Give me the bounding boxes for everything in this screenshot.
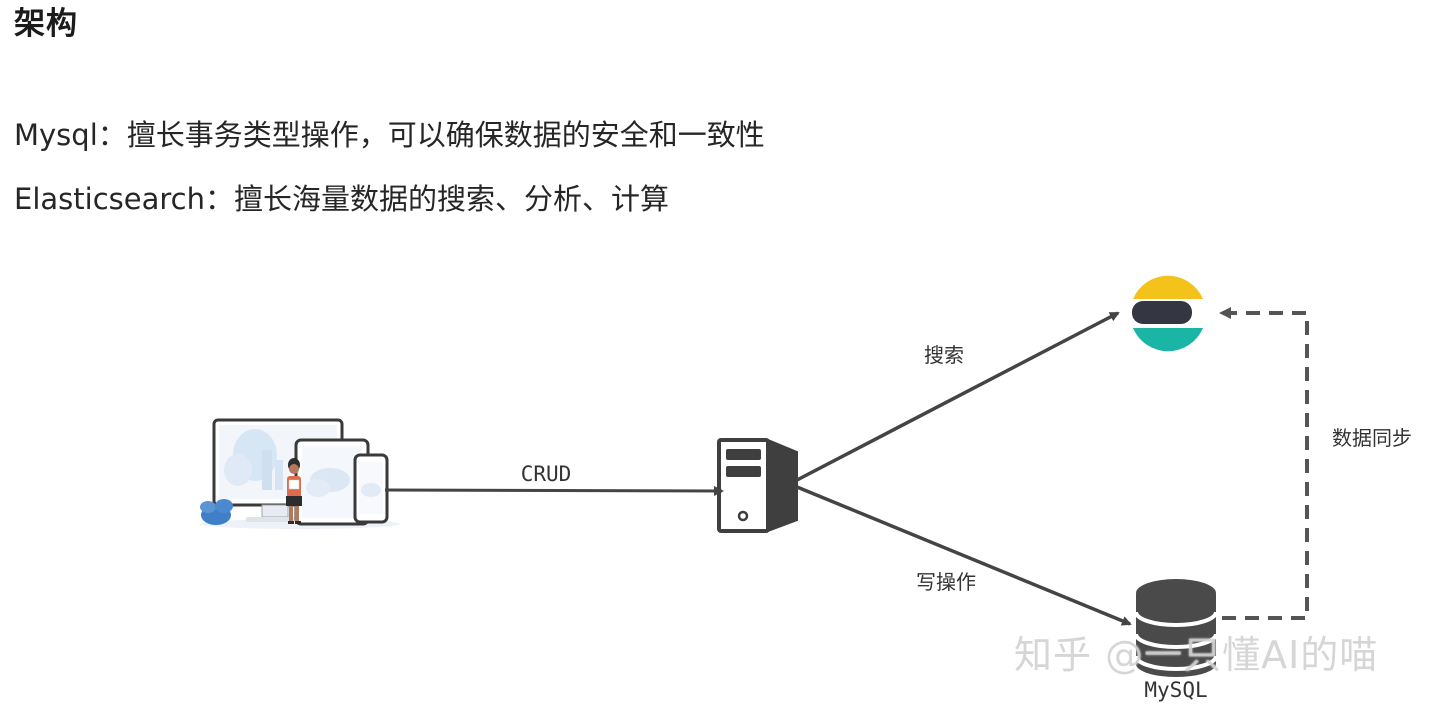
edge-sync-dashed-arrow <box>1219 307 1309 620</box>
elasticsearch-logo-icon <box>1132 275 1203 352</box>
person-figure <box>286 458 302 524</box>
mysql-description: Mysql：擅长事务类型操作，可以确保数据的安全和一致性 <box>14 118 765 152</box>
edge-sync-label: 数据同步 <box>1332 426 1412 450</box>
mysql-label: MySQL <box>1144 678 1207 702</box>
edge-write-arrow <box>796 485 1132 626</box>
edge-crud-arrow <box>384 485 724 496</box>
watermark: 知乎 @一只懂AI的喵 <box>1014 633 1379 677</box>
page-title: 架构 <box>14 6 78 42</box>
client-devices-illustration <box>200 418 400 529</box>
edge-search-arrow <box>796 311 1120 482</box>
edge-write-label: 写操作 <box>916 570 976 594</box>
edge-search-label: 搜索 <box>924 343 964 367</box>
mysql-database-icon <box>1134 579 1218 677</box>
edge-crud-label: CRUD <box>521 462 572 486</box>
elasticsearch-description: Elasticsearch：擅长海量数据的搜索、分析、计算 <box>14 182 669 216</box>
server-icon <box>717 438 798 533</box>
